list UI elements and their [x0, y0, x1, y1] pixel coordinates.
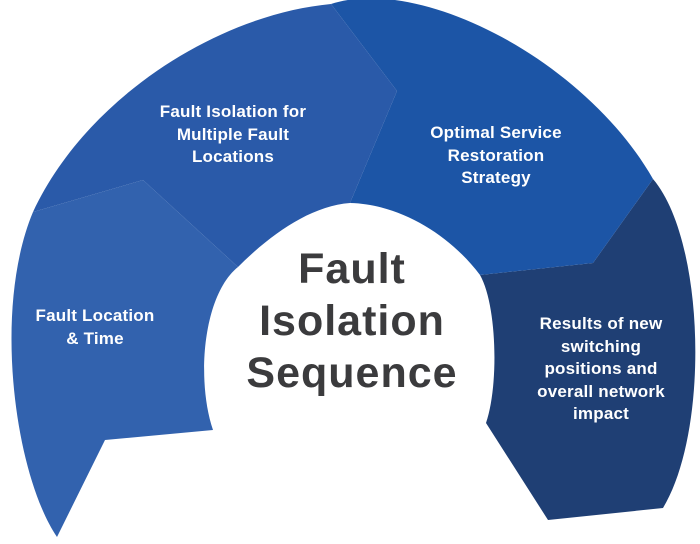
segment-shape-fault-location-time: [11, 180, 239, 537]
segment-shape-optimal-service: [331, 0, 653, 275]
center-title: Fault Isolation Sequence: [246, 245, 458, 397]
segment-shape-results-new-switching: [480, 179, 696, 520]
segment-shape-fault-isolation-multiple: [33, 4, 397, 267]
